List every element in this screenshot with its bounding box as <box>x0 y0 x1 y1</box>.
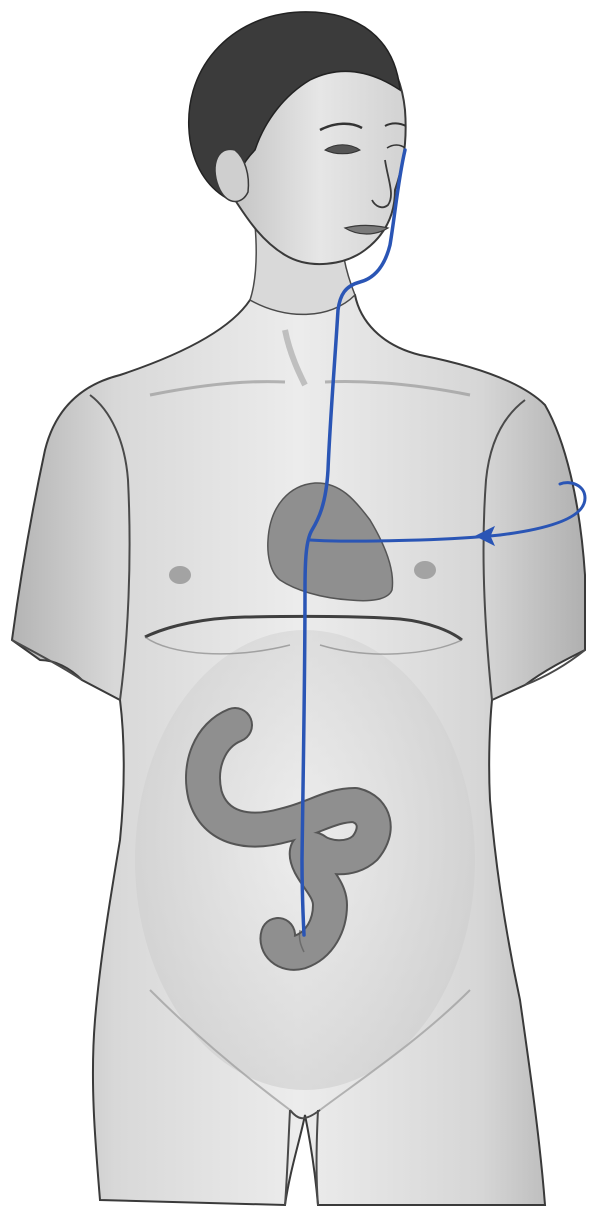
left-nipple <box>169 566 191 584</box>
right-nipple <box>414 561 436 579</box>
